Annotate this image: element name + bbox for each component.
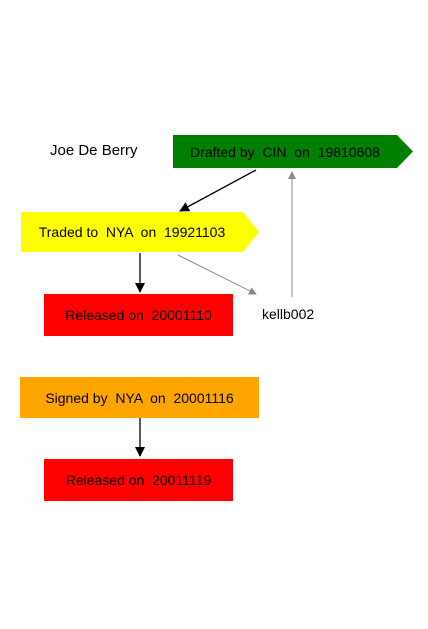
drafted-node-label: Drafted by CIN on 19810608	[190, 143, 380, 160]
edge-drafted-to-traded	[179, 169, 257, 212]
released-node-2: Released on 20011119	[44, 459, 233, 501]
released-node-1-label: Released on 20001110	[65, 307, 212, 323]
traded-node-label: Traded to NYA on 19921103	[38, 224, 226, 240]
released-node-1: Released on 20001110	[44, 294, 233, 336]
traded-node: Traded to NYA on 19921103	[21, 212, 259, 252]
signed-node-label: Signed by NYA on 20001116	[45, 389, 234, 406]
other-player-id: kellb002	[262, 306, 315, 322]
edge-traded-to-other-player	[177, 254, 257, 295]
released-node-2-label: Released on 20011119	[65, 472, 212, 488]
signed-node: Signed by NYA on 20001116	[20, 377, 259, 418]
drafted-node: Drafted by CIN on 19810608	[173, 135, 413, 168]
player-name: Joe De Berry	[50, 142, 138, 159]
